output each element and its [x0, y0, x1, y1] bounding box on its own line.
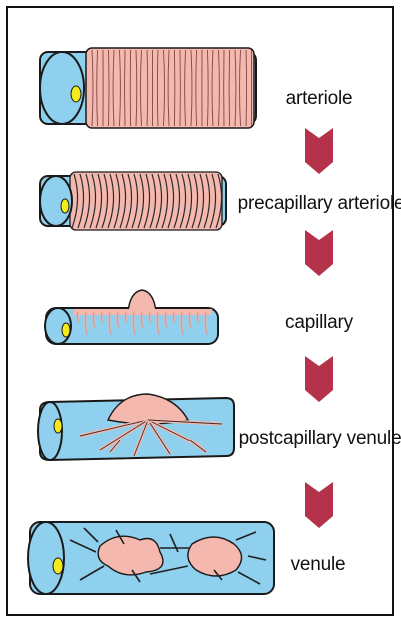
smooth-muscle-cells [70, 172, 222, 230]
arteriole-illustration [40, 48, 256, 128]
label-capillary: capillary [285, 312, 353, 334]
postcapillary-venule-illustration [38, 394, 234, 460]
arrow-down-icon [305, 230, 333, 276]
arrow-down-icon [305, 356, 333, 402]
venule-illustration [28, 522, 274, 594]
smooth-muscle-band [86, 48, 254, 128]
precapillary-arteriole-illustration [40, 172, 226, 230]
pericyte [128, 290, 156, 312]
nucleus [61, 199, 69, 213]
label-precapillary-arteriole: precapillary arteriole [238, 193, 401, 215]
nucleus [53, 558, 63, 574]
label-venule: venule [291, 554, 346, 576]
arrow-down-icon [305, 482, 333, 528]
label-postcapillary-venule: postcapillary venule [239, 428, 401, 450]
capillary-illustration [45, 290, 218, 344]
nucleus [54, 419, 62, 433]
nucleus [62, 323, 70, 337]
label-arteriole: arteriole [286, 88, 353, 110]
nucleus [71, 86, 81, 102]
arrow-down-icon [305, 128, 333, 174]
